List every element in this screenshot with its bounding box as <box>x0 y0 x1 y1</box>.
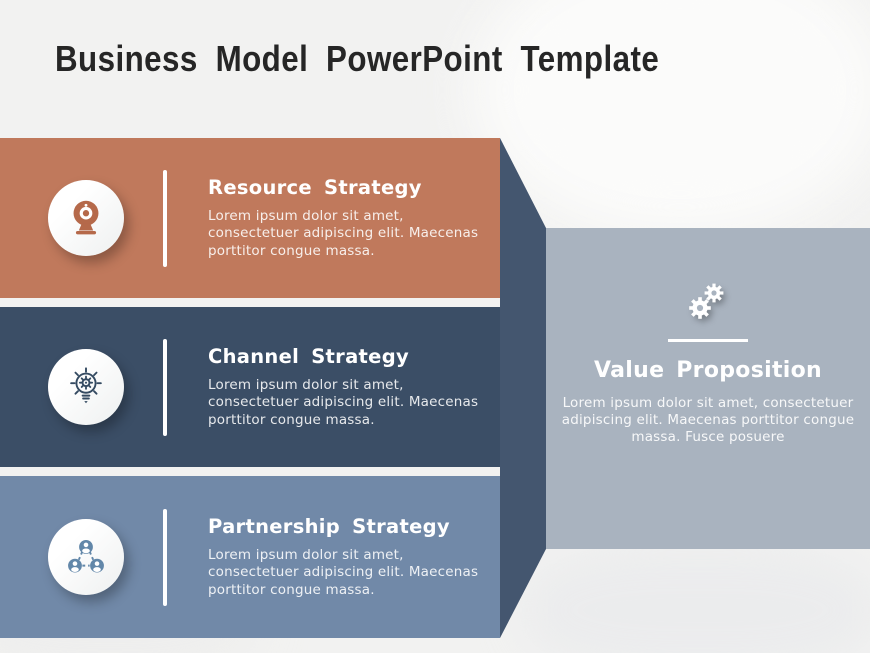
partnership-body: Lorem ipsum dolor sit amet, consectetuer… <box>208 546 479 598</box>
team-network-icon <box>68 540 104 573</box>
resource-heading: Resource Strategy <box>208 175 422 199</box>
bar-divider-line <box>163 338 167 436</box>
channel-text-block: Channel Strategy Lorem ipsum dolor sit a… <box>208 345 480 430</box>
spine-3d-panel <box>500 138 546 638</box>
channel-strategy-bar: Channel Strategy Lorem ipsum dolor sit a… <box>0 307 500 467</box>
value-divider-line <box>668 339 748 342</box>
partnership-heading: Partnership Strategy <box>208 514 450 538</box>
lightbulb-gear-icon <box>70 367 102 404</box>
value-proposition-body: Lorem ipsum dolor sit amet, consectetuer… <box>561 395 855 445</box>
partnership-icon-circle <box>48 519 124 595</box>
resource-body: Lorem ipsum dolor sit amet, consectetuer… <box>208 207 479 259</box>
slide-title: Business Model PowerPoint Template <box>55 38 660 79</box>
channel-heading: Channel Strategy <box>208 344 409 368</box>
bar-divider-line <box>163 508 167 606</box>
gears-icon <box>689 283 724 319</box>
resource-icon-circle <box>48 180 124 256</box>
partnership-text-block: Partnership Strategy Lorem ipsum dolor s… <box>208 515 480 600</box>
partnership-strategy-bar: Partnership Strategy Lorem ipsum dolor s… <box>0 476 500 638</box>
background-photo-hint <box>520 545 870 653</box>
bar-divider-line <box>163 169 167 267</box>
channel-icon-circle <box>48 349 124 425</box>
channel-body: Lorem ipsum dolor sit amet, consectetuer… <box>208 376 479 428</box>
value-proposition-box: Value Proposition Lorem ipsum dolor sit … <box>546 228 870 549</box>
value-proposition-heading: Value Proposition <box>594 358 822 383</box>
webcam-icon <box>73 200 99 235</box>
resource-text-block: Resource Strategy Lorem ipsum dolor sit … <box>208 176 480 261</box>
resource-strategy-bar: Resource Strategy Lorem ipsum dolor sit … <box>0 138 500 298</box>
value-proposition-content: Value Proposition Lorem ipsum dolor sit … <box>552 281 864 446</box>
